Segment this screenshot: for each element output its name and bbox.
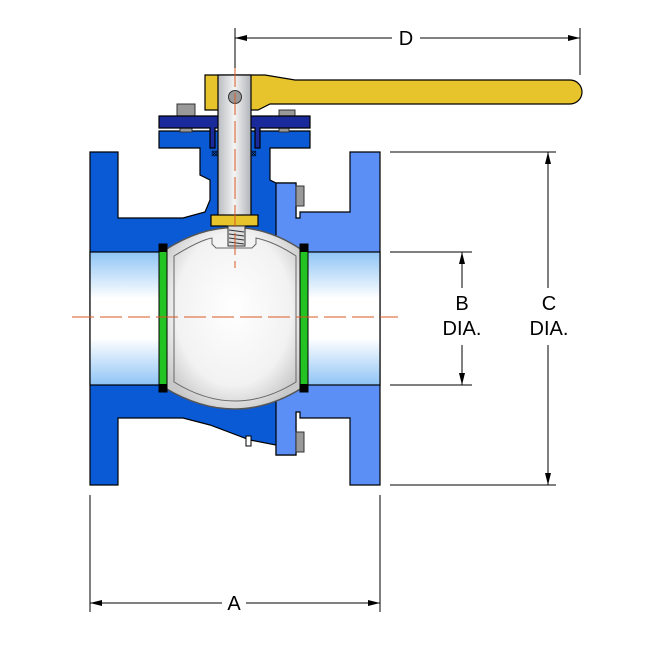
dimension-b-label: B: [455, 293, 468, 315]
seat-ring: [300, 384, 308, 392]
handle-lever: [204, 74, 583, 111]
dimension-d-label: D: [399, 28, 413, 50]
bore-right: [301, 251, 381, 386]
seat-left: [158, 243, 168, 393]
seat-right: [299, 243, 309, 393]
bolt-icon: [278, 109, 296, 117]
spring-coils: [228, 229, 245, 245]
bolt-icon: [295, 185, 305, 207]
ball: [164, 226, 303, 410]
dimension-b-dia: DIA.: [443, 318, 482, 340]
dimension-a: A: [89, 495, 381, 615]
bolt-icon: [245, 435, 252, 447]
seat-ring: [300, 244, 308, 252]
gland-plate: [158, 115, 311, 149]
seat-ring: [159, 384, 167, 392]
packing-icon: ⊠: [250, 149, 257, 158]
dimension-c-dia: DIA.: [530, 318, 569, 340]
stem-spring: [227, 225, 246, 247]
seat-ring: [159, 244, 167, 252]
dimension-c-label: C: [542, 293, 556, 315]
bolt-icon: [176, 103, 196, 117]
ball-bore-outline: [173, 237, 297, 402]
bore-left: [89, 251, 166, 386]
dimension-d: D: [234, 28, 581, 75]
dimension-c: C DIA.: [390, 151, 569, 486]
dimension-a-label: A: [227, 593, 241, 615]
dimension-b: B DIA.: [390, 251, 482, 386]
packing-icon: ⊠: [211, 149, 218, 158]
bolt-icon: [295, 431, 305, 453]
